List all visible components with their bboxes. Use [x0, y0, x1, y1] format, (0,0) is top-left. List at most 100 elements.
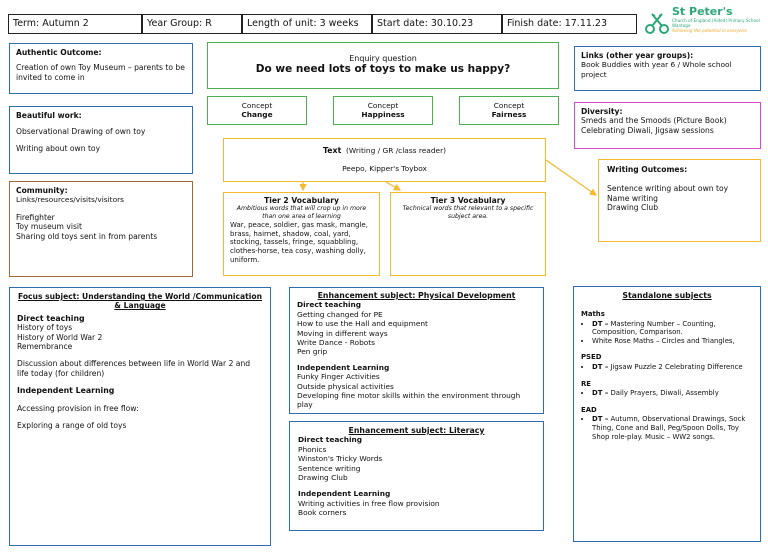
text-heading-suffix: (Writing / GR /class reader) [346, 146, 446, 155]
writing-item: Sentence writing about own toy [607, 184, 729, 194]
writing-heading: Writing Outcomes: [607, 165, 688, 174]
keys-logo-icon [645, 13, 669, 34]
focus-independent-heading: Independent Learning [17, 386, 115, 396]
community-box: Community: Links/resources/visits/visito… [9, 181, 193, 277]
concept-label: Concept [241, 101, 273, 110]
community-heading: Community: [16, 186, 68, 195]
physical-direct-item: Pen grip [297, 347, 328, 357]
tier2-words: War, peace, soldier, gas mask, mangle, b… [230, 220, 368, 265]
writing-item: Drawing Club [607, 203, 659, 213]
beautiful-line2: Writing about own toy [16, 143, 101, 153]
concept-name: Fairness [491, 110, 527, 120]
physical-ind-item: Outside physical activities [297, 381, 394, 391]
text-book: Peepo, Kipper's Toybox [342, 164, 427, 174]
literacy-heading: Enhancement subject: Literacy [348, 426, 485, 435]
arrow-to-writing [545, 159, 597, 196]
focus-subject-box: Focus subject: Understanding the World /… [9, 287, 271, 546]
physical-independent-heading: Independent Learning [297, 362, 390, 372]
tier2-box: Tier 2 Vocabulary Ambitious words that w… [223, 192, 380, 276]
tier2-desc: Ambitious words that will crop up in mor… [236, 205, 367, 220]
physical-direct-item: Moving in different ways [297, 328, 388, 338]
ead-heading: EAD [581, 405, 597, 414]
focus-direct-heading: Direct teaching [17, 313, 85, 323]
arrow-to-tier3 [385, 181, 402, 191]
physical-direct-heading: Direct teaching [297, 300, 362, 310]
ead-item: DT – Autumn, Observational Drawings, Soc… [592, 415, 753, 441]
concept-happiness-box: Concept Happiness [333, 96, 433, 125]
authentic-heading: Authentic Outcome: [16, 48, 102, 57]
literacy-direct-item: Drawing Club [298, 473, 348, 483]
focus-direct-item: History of World War 2 [17, 332, 103, 342]
re-heading: RE [581, 379, 592, 388]
concept-change-box: Concept Change [207, 96, 307, 125]
focus-heading: Focus subject: Understanding the World /… [17, 292, 263, 311]
community-item: Toy museum visit [16, 222, 83, 232]
focus-direct-item: History of toys [17, 323, 73, 333]
concept-name: Happiness [361, 110, 405, 120]
writing-outcomes-box: Writing Outcomes: Sentence writing about… [598, 159, 761, 242]
beautiful-heading: Beautiful work: [16, 111, 82, 120]
focus-independent-line2: Exploring a range of old toys [17, 421, 127, 431]
community-item: Firefighter [16, 212, 55, 222]
maths-heading: Maths [581, 310, 605, 318]
year-group-cell: Year Group: R [142, 14, 242, 34]
text-heading: Text [322, 146, 342, 155]
psed-heading: PSED [581, 353, 602, 362]
concept-fairness-box: Concept Fairness [459, 96, 559, 125]
authentic-outcome-box: Authentic Outcome: Creation of own Toy M… [9, 43, 193, 94]
physical-direct-item: Write Dance - Robots [297, 338, 376, 348]
physical-development-box: Enhancement subject: Physical Developmen… [289, 287, 544, 414]
links-text: Book Buddies with year 6 / Whole school … [581, 60, 732, 79]
diversity-line1: Smeds and the Smoods (Picture Book) [581, 116, 727, 126]
literacy-independent-heading: Independent Learning [298, 489, 391, 499]
logo-school: Church of England (Aided) Primary School [672, 18, 760, 23]
focus-independent-line1: Accessing provision in free flow: [17, 403, 139, 413]
diversity-box: Diversity: Smeds and the Smoods (Picture… [574, 102, 761, 149]
finish-date-cell: Finish date: 17.11.23 [502, 14, 637, 34]
literacy-ind-item: Book corners [298, 508, 347, 518]
diversity-line2: Celebrating Diwali, Jigsaw sessions [581, 125, 714, 135]
re-item: DT – Daily Prayers, Diwali, Assembly [592, 389, 753, 398]
tier3-desc: Technical words that relevant to a speci… [402, 205, 534, 220]
enquiry-label: Enquiry question [349, 54, 417, 63]
physical-direct-item: How to use the Hall and equipment [297, 319, 428, 329]
physical-direct-item: Getting changed for PE [297, 309, 383, 319]
standalone-heading: Standalone subjects [622, 291, 712, 300]
physical-heading: Enhancement subject: Physical Developmen… [317, 291, 516, 300]
beautiful-work-box: Beautiful work: Observational Drawing of… [9, 106, 193, 174]
authentic-text: Creation of own Toy Museum – parents to … [16, 63, 185, 82]
community-sub: Links/resources/visits/visitors [16, 195, 124, 205]
focus-direct-item: Remembrance [17, 342, 73, 352]
maths-item: White Rose Maths – Circles and Triangles… [592, 337, 753, 346]
text-box: Text (Writing / GR /class reader) Peepo,… [223, 138, 546, 182]
length-cell: Length of unit: 3 weeks [242, 14, 372, 34]
school-logo: St Peter's Church of England (Aided) Pri… [644, 6, 764, 40]
links-box: Links (other year groups): Book Buddies … [574, 46, 761, 91]
literacy-direct-item: Phonics [298, 444, 327, 454]
community-item: Sharing old toys sent in from parents [16, 231, 158, 241]
logo-name: St Peter's [672, 5, 733, 18]
maths-item: DT – Mastering Number – Counting, Compos… [592, 320, 753, 337]
literacy-ind-item: Writing activities in free flow provisio… [298, 498, 440, 508]
literacy-direct-item: Winston's Tricky Words [298, 454, 383, 464]
concept-label: Concept [367, 101, 399, 110]
focus-discussion: Discussion about differences between lif… [17, 359, 251, 378]
tier3-box: Tier 3 Vocabulary Technical words that r… [390, 192, 546, 276]
links-heading: Links (other year groups): [581, 51, 694, 60]
enquiry-box: Enquiry question Do we need lots of toys… [207, 42, 559, 89]
diversity-heading: Diversity: [581, 107, 623, 116]
literacy-direct-item: Sentence writing [298, 463, 361, 473]
term-cell: Term: Autumn 2 [8, 14, 142, 34]
standalone-box: Standalone subjects Maths DT – Mastering… [573, 286, 761, 542]
concept-name: Change [241, 110, 273, 120]
beautiful-line1: Observational Drawing of own toy [16, 127, 146, 137]
enquiry-question: Do we need lots of toys to make us happy… [255, 63, 511, 76]
physical-ind-item: Funky Finger Activities [297, 372, 380, 382]
psed-item: DT – Jigsaw Puzzle 2 Celebrating Differe… [592, 363, 753, 372]
start-date-cell: Start date: 30.10.23 [372, 14, 502, 34]
literacy-box: Enhancement subject: Literacy Direct tea… [289, 421, 544, 531]
tier2-heading: Tier 2 Vocabulary [264, 196, 339, 205]
physical-ind-item: Developing fine motor skills within the … [297, 391, 521, 410]
literacy-direct-heading: Direct teaching [298, 435, 363, 445]
